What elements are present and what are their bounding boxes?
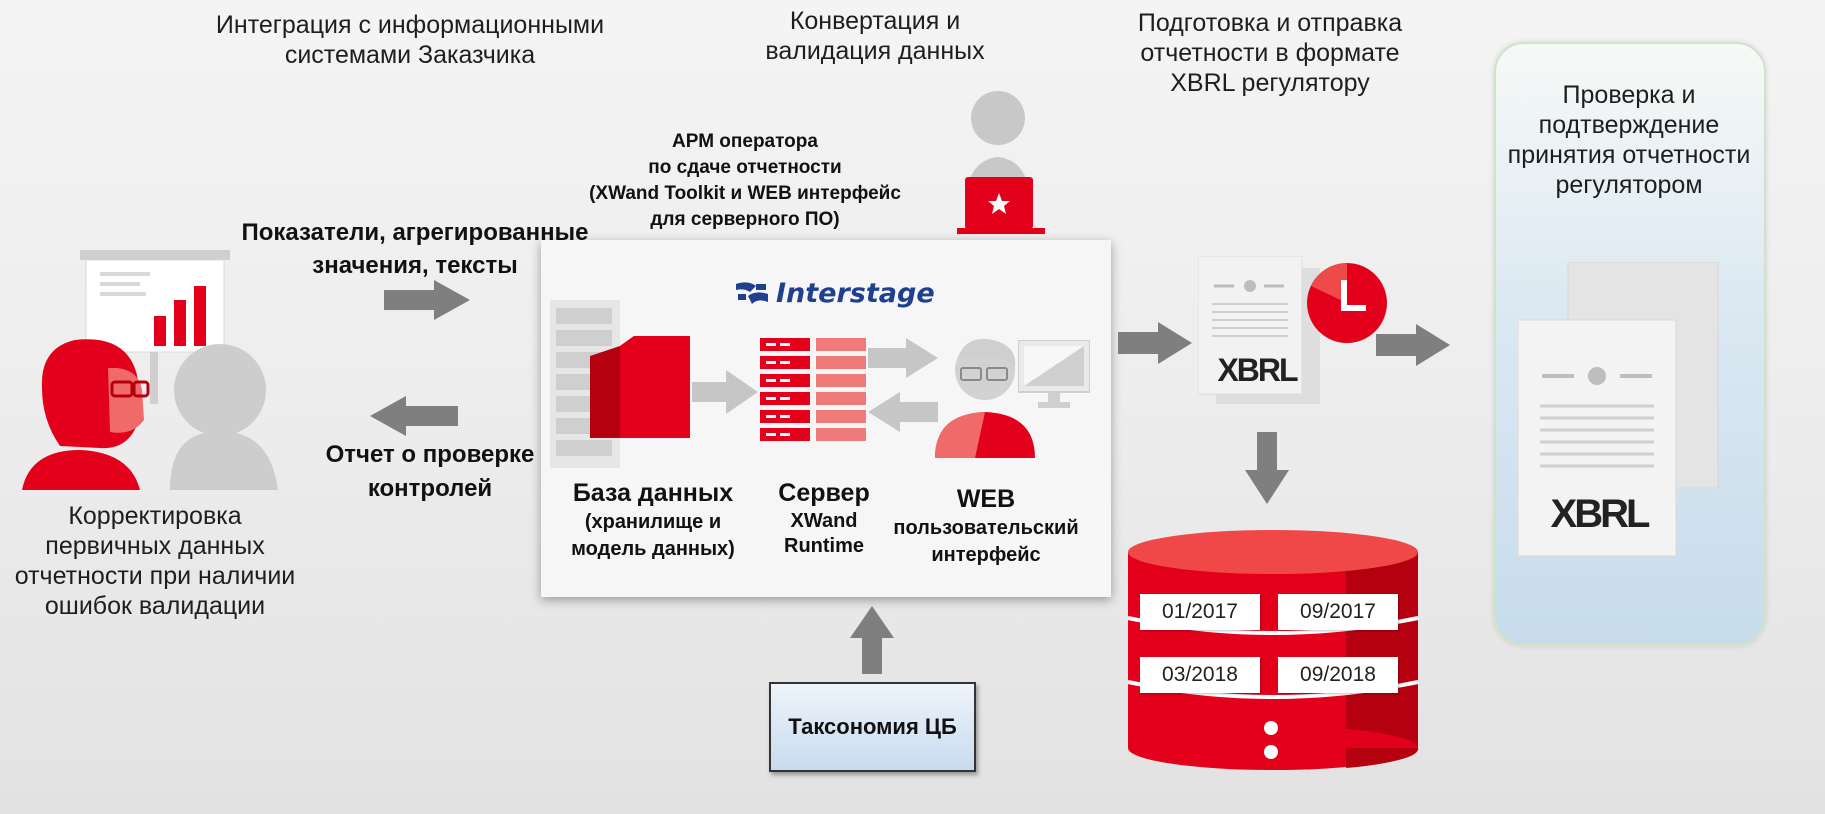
label-report: Отчет о проверке контролей <box>300 438 560 506</box>
label-indicators-line: значения, тексты <box>312 252 518 279</box>
period-cell: 01/2017 <box>1140 594 1260 630</box>
label-server: Сервер XWand Runtime <box>764 477 884 559</box>
caption-verification-line: принятия отчетности <box>1507 141 1751 169</box>
arrow-right-icon <box>1376 324 1450 366</box>
label-database-sub: (хранилище и <box>584 511 722 533</box>
caption-integration-line: системами Заказчика <box>284 41 536 69</box>
caption-verification: Проверка и подтверждение принятия отчетн… <box>1504 80 1754 200</box>
interstage-logo: Interstage <box>734 278 935 309</box>
server-icon <box>760 338 866 441</box>
monitor-icon <box>1018 340 1090 408</box>
caption-correction-line: Корректировка <box>68 502 242 530</box>
arrow-left-icon <box>868 392 938 432</box>
arrow-down-icon <box>1245 432 1289 504</box>
caption-conversion: Конвертация и валидация данных <box>735 6 1015 66</box>
label-report-line: контролей <box>367 475 493 502</box>
caption-correction-line: отчетности при наличии <box>14 562 296 590</box>
arrow-right-icon <box>1118 322 1192 364</box>
label-database-title: База данных <box>572 479 734 507</box>
label-server-sub: Runtime <box>784 535 864 557</box>
caption-correction-line: первичных данных <box>45 532 265 560</box>
caption-verification-line: регулятором <box>1555 171 1703 199</box>
user-icon <box>935 338 1035 458</box>
label-web: WEB пользовательский интерфейс <box>886 483 1086 569</box>
interstage-logo-text: Interstage <box>776 278 935 309</box>
label-database-sub: модель данных) <box>571 538 735 560</box>
caption-integration: Интеграция с информационными системами З… <box>200 10 620 70</box>
clock-icon <box>1307 263 1387 343</box>
label-indicators: Показатели, агрегированные значения, тек… <box>240 216 590 282</box>
caption-submission-line: отчетности в формате <box>1140 39 1400 67</box>
caption-operator-line: по сдаче отчетности <box>648 157 842 178</box>
interstage-mark-icon <box>736 281 768 304</box>
caption-correction-line: ошибок валидации <box>44 592 266 620</box>
caption-verification-line: подтверждение <box>1538 111 1720 139</box>
label-web-sub: пользовательский <box>893 517 1079 539</box>
caption-correction: Корректировка первичных данных отчетност… <box>10 501 300 621</box>
taxonomy-label: Таксономия ЦБ <box>788 714 957 739</box>
arrow-right-icon <box>868 338 938 378</box>
arrow-left-icon <box>370 396 458 436</box>
caption-submission-line: XBRL регулятору <box>1170 69 1370 97</box>
period-cell: 03/2018 <box>1140 657 1260 693</box>
xbrl-doc-label: XBRL <box>1217 352 1298 388</box>
label-server-title: Сервер <box>778 479 870 507</box>
caption-operator: АРМ оператора по сдаче отчетности (XWand… <box>570 129 920 233</box>
period-cell: 09/2017 <box>1278 594 1398 630</box>
caption-submission: Подготовка и отправка отчетности в форма… <box>1120 8 1420 98</box>
xbrl-doc-label: XBRL <box>1550 492 1651 536</box>
arrow-right-icon <box>692 370 758 414</box>
document-icon <box>1518 262 1719 557</box>
arrow-right-icon <box>384 280 470 320</box>
folder-icon <box>590 336 690 438</box>
label-web-title: WEB <box>956 485 1016 513</box>
caption-conversion-line: валидация данных <box>765 37 985 65</box>
caption-operator-line: (XWand Toolkit и WEB интерфейс <box>589 183 901 204</box>
arrow-up-icon <box>850 606 894 674</box>
label-indicators-line: Показатели, агрегированные <box>241 219 589 246</box>
caption-operator-line: АРМ оператора <box>672 131 818 152</box>
people-icon <box>22 339 278 490</box>
document-icon <box>1198 256 1320 404</box>
period-cell: 09/2018 <box>1278 657 1398 693</box>
laptop-operator-icon <box>957 91 1045 234</box>
label-report-line: Отчет о проверке <box>325 441 535 468</box>
presentation-board-icon <box>80 250 230 404</box>
database-icon <box>1127 530 1419 770</box>
label-server-sub: XWand <box>790 510 858 532</box>
caption-submission-line: Подготовка и отправка <box>1137 9 1403 37</box>
caption-integration-line: Интеграция с информационными <box>215 11 605 39</box>
label-database: База данных (хранилище и модель данных) <box>553 477 753 563</box>
caption-verification-line: Проверка и <box>1562 81 1696 109</box>
caption-operator-line: для серверного ПО) <box>650 209 840 230</box>
label-web-sub: интерфейс <box>931 544 1041 566</box>
taxonomy-box: Таксономия ЦБ <box>769 682 976 772</box>
caption-conversion-line: Конвертация и <box>789 7 961 35</box>
